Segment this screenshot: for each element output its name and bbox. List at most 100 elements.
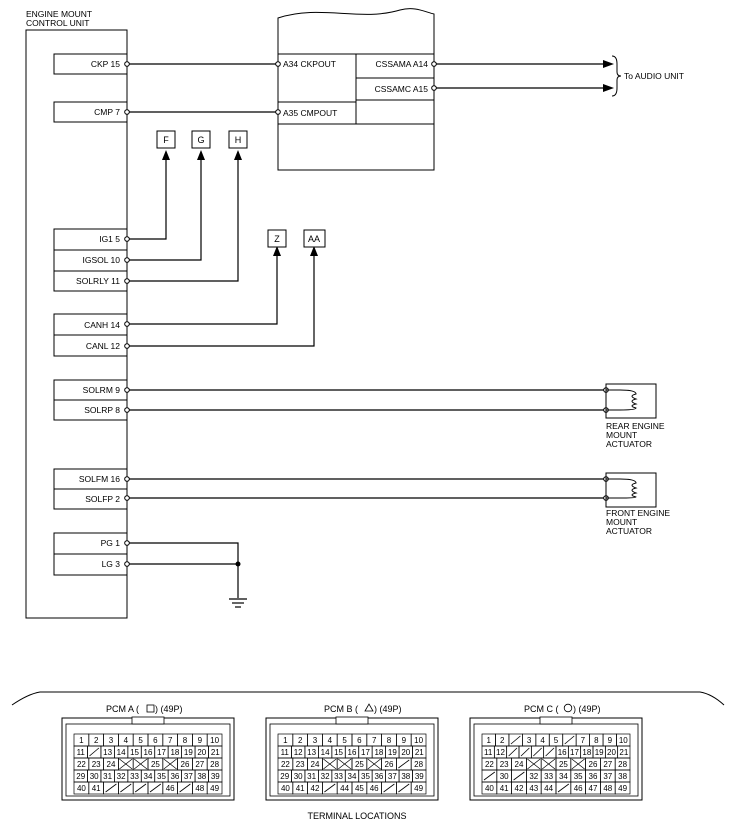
pcm-a-terminal-number: 9 (198, 736, 203, 745)
pcm-box (277, 8, 435, 171)
front-actuator-line2: MOUNT (606, 517, 637, 527)
pcm-c-empty-slot (545, 747, 555, 757)
pcm-b-empty-slot (398, 759, 410, 769)
pcm-c-blocked-slot (541, 758, 556, 770)
pcm-b-latch (335, 716, 369, 725)
pcm-b-terminal-number: 45 (355, 784, 364, 793)
pcm-b-terminal-number: 6 (357, 736, 362, 745)
pcm-c-terminal-number: 25 (559, 760, 568, 769)
pcm-a-terminal-number: 21 (211, 748, 220, 757)
rear-actuator-line2: MOUNT (606, 430, 637, 440)
pcm-b-terminal-number: 17 (361, 748, 370, 757)
pcm-c-terminal-number: 21 (619, 748, 628, 757)
pcm-a-terminal-number: 7 (168, 736, 173, 745)
pcm-c-terminal-number: 24 (515, 760, 524, 769)
pcm-b-terminal-number: 2 (298, 736, 303, 745)
pcm-b-terminal-number: 9 (402, 736, 407, 745)
pin-pg: PG 1 (101, 538, 121, 548)
pcm-b-terminal-number: 29 (280, 772, 289, 781)
pcm-b-terminal-number: 39 (415, 772, 424, 781)
pcm-c-terminal-number: 40 (485, 784, 494, 793)
pcm-a-blocked-slot (163, 758, 177, 770)
connector-ref-boxes (156, 130, 326, 248)
pcm-a-terminal-number: 39 (211, 772, 220, 781)
triangle-icon (364, 703, 374, 712)
pcm-c-terminal-number: 9 (608, 736, 613, 745)
pcm-c-latch (539, 716, 573, 725)
pcm-a-terminal-number: 5 (138, 736, 143, 745)
pcm-a-terminal-number: 40 (77, 784, 86, 793)
pcm-c-terminal-number: 41 (500, 784, 509, 793)
pcm-c-terminal-number: 27 (603, 760, 612, 769)
pcm-c-terminal-number: 32 (529, 772, 538, 781)
pcm-a34: A34 CKPOUT (283, 59, 336, 69)
pcm-a-empty-slot (149, 783, 162, 793)
pcm-b-title: PCM B ( (324, 704, 358, 714)
pcm-a-terminal-number: 32 (117, 772, 126, 781)
pcm-a-cell (206, 781, 223, 795)
pcm-b-terminal-number: 42 (311, 784, 320, 793)
pcm-c-terminal-number: 19 (595, 748, 604, 757)
pcm-a-terminal-number: 41 (92, 784, 101, 793)
front-actuator-line1: FRONT ENGINE (606, 508, 670, 518)
pcm-b-terminal-number: 5 (342, 736, 347, 745)
pcm-c-terminal-number: 33 (544, 772, 553, 781)
rear-actuator-line1: REAR ENGINE (606, 421, 665, 431)
pcm-b-terminal-number: 11 (281, 748, 290, 757)
pin-igsol: IGSOL 10 (83, 255, 121, 265)
pcm-a-terminal-number: 36 (170, 772, 179, 781)
pcm-a-terminal-number: 31 (103, 772, 112, 781)
pcm-b-terminal-number: 31 (307, 772, 316, 781)
pcm-c-terminal-number: 1 (487, 736, 492, 745)
pcm-b-terminal-number: 38 (401, 772, 410, 781)
pcm-b-terminal-number: 40 (281, 784, 290, 793)
pcm-a-terminal-number: 17 (157, 748, 166, 757)
pcm-a-terminal-number: 30 (90, 772, 99, 781)
pcm-c-terminal-number: 5 (554, 736, 559, 745)
pcm-b-terminal-number: 26 (385, 760, 394, 769)
pcm-c-terminal-number: 28 (618, 760, 627, 769)
pcm-c-terminal-number: 16 (558, 748, 567, 757)
pin-solfm: SOLFM 16 (79, 474, 120, 484)
pcm-a35: A35 CMPOUT (283, 108, 337, 118)
pcm-a-terminal-number: 18 (170, 748, 179, 757)
pcm-a-empty-slot (134, 783, 147, 793)
pcm-c-terminal-number: 2 (500, 736, 505, 745)
pcm-b-terminal-number: 15 (334, 748, 343, 757)
pcm-b-terminal-number: 20 (401, 748, 410, 757)
pcm-a-terminal-number: 6 (153, 736, 158, 745)
pcm-b-terminal-number: 12 (294, 748, 303, 757)
pcm-a-terminal-number: 14 (117, 748, 126, 757)
pcm-b-suffix: ) (49P) (374, 704, 402, 714)
pcm-b-terminal-number: 23 (296, 760, 305, 769)
pcm-a-terminal-number: 48 (195, 784, 204, 793)
wires (127, 63, 606, 608)
pcm-b-terminal-number: 4 (328, 736, 333, 745)
pcm-b-terminal-number: 44 (340, 784, 349, 793)
pcm-a-terminal-number: 4 (124, 736, 129, 745)
pcm-c-terminal-number: 49 (618, 784, 627, 793)
pcm-b-terminal-number: 24 (311, 760, 320, 769)
pcm-a-terminal-number: 29 (76, 772, 85, 781)
pcm-a-terminal-number: 3 (109, 736, 114, 745)
pcm-c-terminal-number: 18 (582, 748, 591, 757)
pcm-a-terminal-number: 33 (130, 772, 139, 781)
pcm-c-terminal-number: 26 (589, 760, 598, 769)
pcm-c-terminal-number: 35 (574, 772, 583, 781)
pcm-b-terminal-number: 37 (388, 772, 397, 781)
pcm-b-terminal-number: 8 (387, 736, 392, 745)
pcm-c-terminal-number: 44 (544, 784, 553, 793)
terminal-points (124, 61, 609, 567)
front-actuator-line3: ACTUATOR (606, 526, 652, 536)
rear-actuator-symbol (605, 383, 657, 419)
rear-actuator-line3: ACTUATOR (606, 439, 652, 449)
pcm-a-terminal-number: 25 (151, 760, 160, 769)
pin-solfp: SOLFP 2 (85, 494, 120, 504)
pcm-b-terminal-number: 34 (348, 772, 357, 781)
pcm-b-terminal-number: 16 (348, 748, 357, 757)
pcm-b-terminal-number: 30 (294, 772, 303, 781)
pcm-a-terminal-number: 2 (94, 736, 99, 745)
pcm-a15: CSSAMC A15 (375, 84, 429, 94)
terminal-locations-label: TERMINAL LOCATIONS (307, 811, 406, 821)
